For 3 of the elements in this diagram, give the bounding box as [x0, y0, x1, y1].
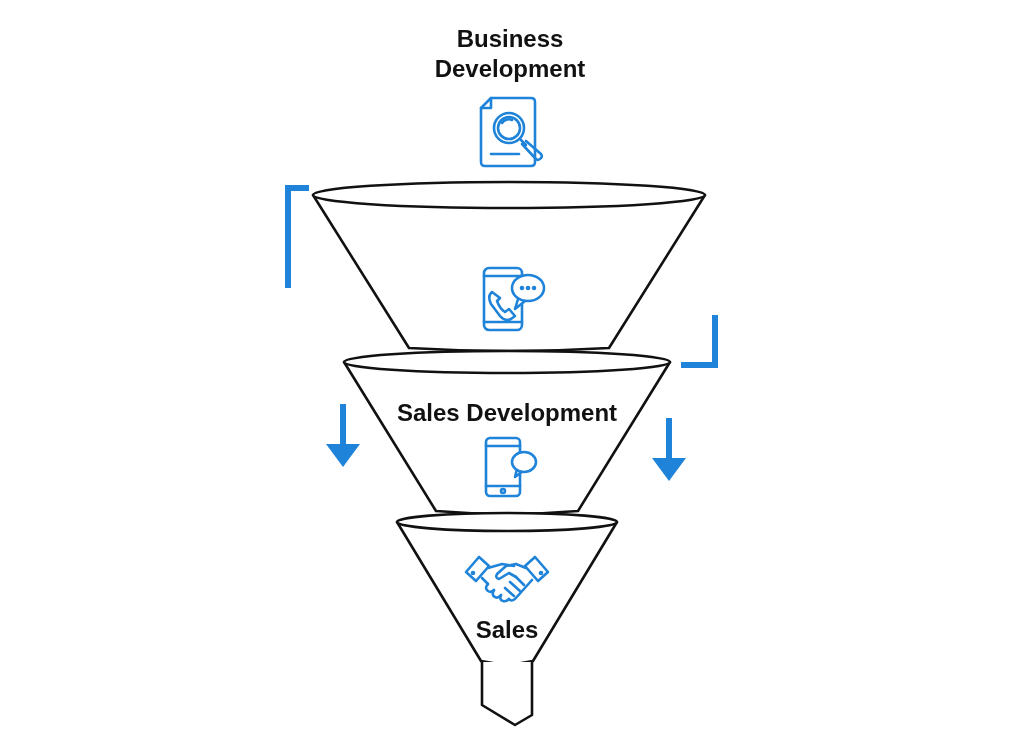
stage-label: Sales Development: [395, 398, 619, 428]
stage-label: Sales: [474, 615, 540, 645]
stage-heading: Business Development: [433, 24, 587, 84]
